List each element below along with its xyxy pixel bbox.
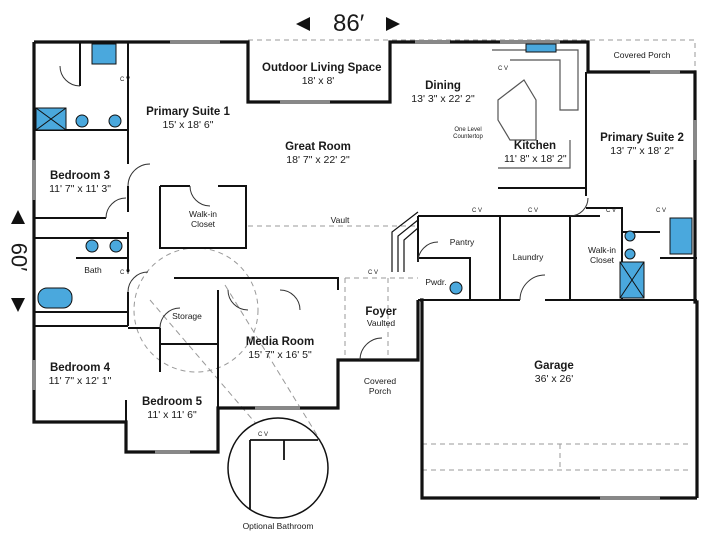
dashed-outlines xyxy=(133,39,696,471)
interior-walls xyxy=(34,42,697,422)
cv-marker: C V xyxy=(528,208,539,214)
room-walk-in-closet-1: Walk-in Closet xyxy=(172,209,234,230)
room-kitchen: Kitchen 11' 8" x 18' 2" xyxy=(504,140,567,166)
room-storage: Storage xyxy=(172,311,202,321)
room-name: Dining xyxy=(425,80,461,92)
room-bedroom-3: Bedroom 3 11' 7" x 11' 3" xyxy=(40,170,120,195)
room-covered-porch-front: Covered Porch xyxy=(352,376,408,397)
room-powder: Pwdr. xyxy=(425,277,447,287)
door-swings xyxy=(59,65,589,361)
optional-bathroom-inset xyxy=(227,417,329,519)
room-name: Bedroom 4 xyxy=(49,362,111,374)
width-dimension: 86′ xyxy=(333,10,365,37)
room-bath: Bath xyxy=(84,265,102,275)
room-name: Walk-in xyxy=(587,245,617,255)
cv-marker: C V xyxy=(498,66,509,72)
room-dining: Dining 13' 3" x 22' 2" xyxy=(408,80,478,105)
room-pantry: Pantry xyxy=(449,237,475,247)
room-size: 13' 3" x 22' 2" xyxy=(411,93,475,106)
room-name-line2: Porch xyxy=(368,385,392,396)
kitchen-counters xyxy=(492,49,579,169)
cv-marker: C V xyxy=(120,77,131,83)
room-garage: Garage 36' x 26' xyxy=(516,360,592,385)
room-outdoor-living: Outdoor Living Space 18' x 8' xyxy=(262,62,382,88)
cv-marker: C V xyxy=(120,270,131,276)
room-size: 18' x 8' xyxy=(301,75,335,88)
room-primary-suite-2: Primary Suite 2 13' 7" x 18' 2" xyxy=(600,132,684,157)
vault-label: Vault xyxy=(330,215,350,225)
room-name: Kitchen xyxy=(513,140,557,152)
room-name: Outdoor Living Space xyxy=(262,62,382,74)
cv-marker: C V xyxy=(472,208,483,214)
dimension-arrows xyxy=(11,17,400,312)
room-primary-suite-1: Primary Suite 1 15' x 18' 6" xyxy=(140,106,236,131)
room-size: 11' 7" x 11' 3" xyxy=(49,183,111,196)
room-size: 11' x 11' 6" xyxy=(147,409,197,422)
room-walk-in-closet-2: Walk-in Closet xyxy=(580,245,624,266)
windows xyxy=(32,40,697,500)
room-size: 18' 7" x 22' 2" xyxy=(286,154,350,167)
room-size: 11' 8" x 18' 2" xyxy=(504,153,567,166)
cv-marker: C V xyxy=(656,208,667,214)
room-media-room: Media Room 15' 7" x 16' 5" xyxy=(232,336,328,361)
room-great-room: Great Room 18' 7" x 22' 2" xyxy=(272,141,364,166)
room-name: Primary Suite 1 xyxy=(146,106,230,118)
room-size: 15' 7" x 16' 5" xyxy=(248,349,312,362)
optional-bathroom-caption: Optional Bathroom xyxy=(242,521,314,531)
room-name-line2: Closet xyxy=(190,218,216,229)
room-note: Vaulted xyxy=(366,318,396,329)
room-name: Foyer xyxy=(365,306,397,318)
room-covered-porch-top: Covered Porch xyxy=(613,50,671,60)
room-name: Walk-in xyxy=(188,209,218,219)
depth-dimension: 60′ xyxy=(6,242,32,272)
room-name: Primary Suite 2 xyxy=(600,132,684,144)
room-foyer: Foyer Vaulted xyxy=(356,306,406,329)
room-name: Great Room xyxy=(285,141,351,153)
room-size: 13' 7" x 18' 2" xyxy=(610,145,674,158)
room-name: Garage xyxy=(534,360,574,372)
cv-marker: C V xyxy=(258,432,269,438)
room-name: Media Room xyxy=(245,336,315,348)
room-bedroom-4: Bedroom 4 11' 7" x 12' 1" xyxy=(40,362,120,387)
fixtures xyxy=(35,43,693,501)
room-name: Bedroom 5 xyxy=(141,396,203,408)
room-laundry: Laundry xyxy=(512,252,544,262)
exterior-walls xyxy=(32,40,699,500)
cv-marker: C V xyxy=(606,208,617,214)
room-bedroom-5: Bedroom 5 11' x 11' 6" xyxy=(134,396,210,421)
room-name: Bedroom 3 xyxy=(49,170,111,182)
stair-lines xyxy=(391,211,419,272)
room-name-line2: Closet xyxy=(589,254,615,265)
countertop-note: One Level Countertop xyxy=(453,127,483,141)
room-size: 11' 7" x 12' 1" xyxy=(48,375,112,388)
cv-marker: C V xyxy=(368,270,379,276)
room-size: 15' x 18' 6" xyxy=(162,119,214,132)
room-size: 36' x 26' xyxy=(534,373,574,386)
room-name: Covered xyxy=(363,376,397,386)
